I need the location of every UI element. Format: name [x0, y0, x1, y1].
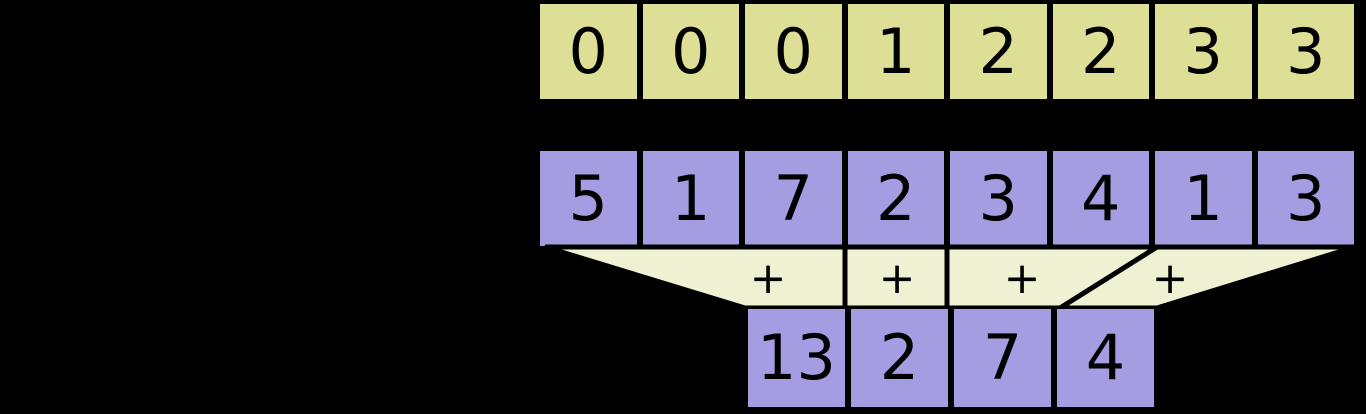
input-cell: 5 — [537, 148, 640, 249]
input-cell: 1 — [1152, 148, 1255, 249]
merge-funnel: + + + + — [0, 240, 1366, 318]
input-cell: 1 — [639, 148, 742, 249]
input-cell: 2 — [844, 148, 947, 249]
input-cell: 7 — [742, 148, 845, 249]
index-row: 0 0 0 1 2 2 3 3 — [537, 1, 1357, 102]
index-cell: 3 — [1254, 1, 1357, 102]
index-cell: 3 — [1152, 1, 1255, 102]
index-cell: 0 — [537, 1, 640, 102]
funnel-diagonal-divider — [1058, 244, 1159, 311]
result-cell: 7 — [951, 306, 1054, 410]
index-cell: 0 — [639, 1, 742, 102]
result-cell: 2 — [848, 306, 951, 410]
result-cell: 4 — [1054, 306, 1157, 410]
input-cell: 3 — [1254, 148, 1357, 249]
result-row: 13 2 7 4 — [745, 306, 1157, 410]
index-cell: 2 — [1049, 1, 1152, 102]
input-cell: 4 — [1049, 148, 1152, 249]
result-cell: 13 — [745, 306, 848, 410]
index-cell: 0 — [742, 1, 845, 102]
funnel-body — [544, 244, 1356, 311]
input-cell: 3 — [947, 148, 1050, 249]
index-cell: 2 — [947, 1, 1050, 102]
index-cell: 1 — [844, 1, 947, 102]
input-row: 5 1 7 2 3 4 1 3 — [537, 148, 1357, 249]
